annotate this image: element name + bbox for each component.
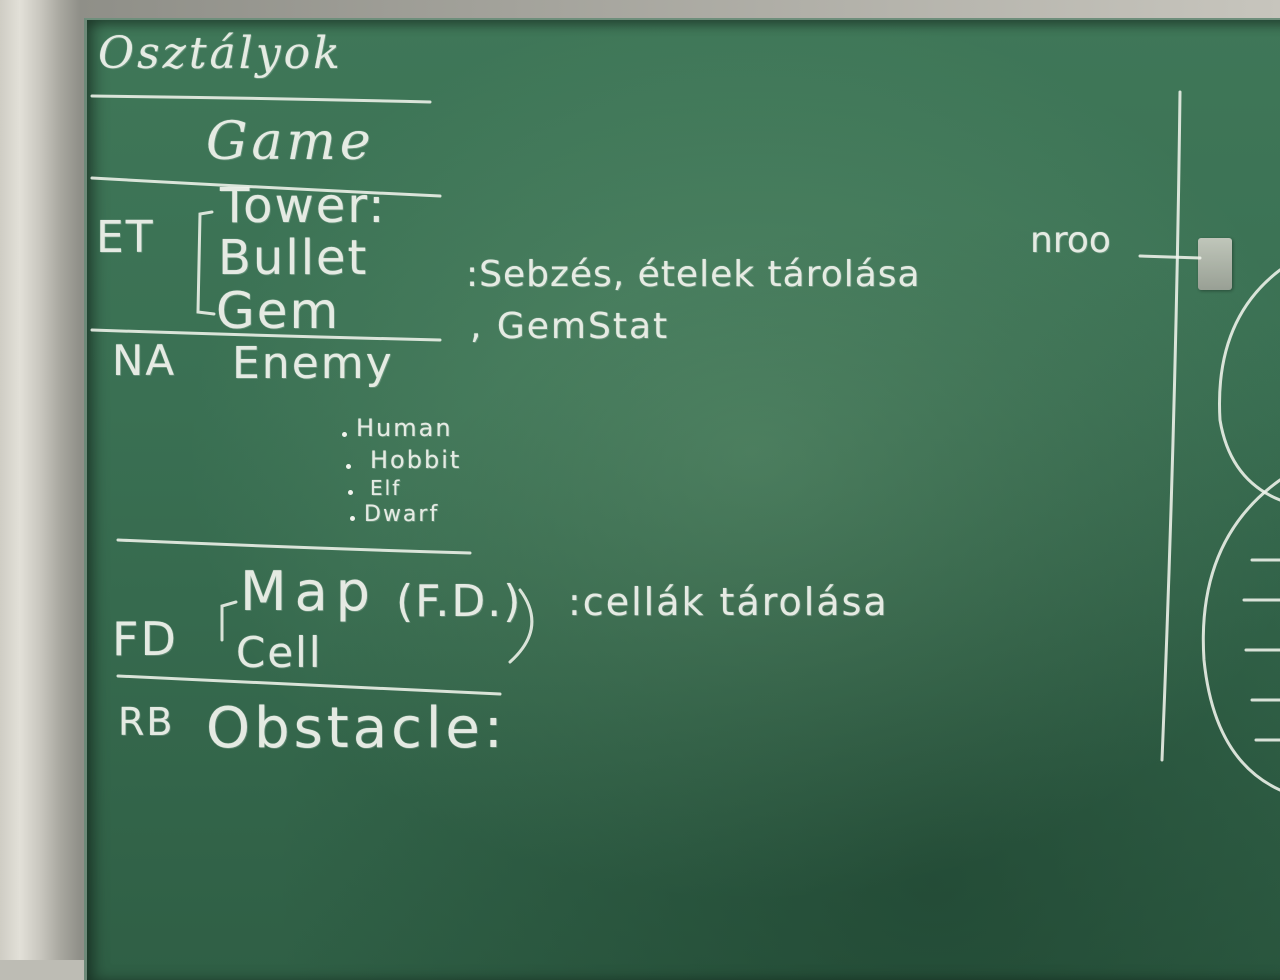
rb-label: RB	[118, 700, 174, 744]
obstacle-class: Obstacle:	[206, 696, 507, 761]
fd-label: FD	[112, 612, 178, 666]
enemy-bullet	[346, 464, 351, 469]
et-label: ET	[96, 212, 155, 263]
bullet-class: Bullet	[218, 230, 368, 286]
gem-class: Gem	[216, 282, 340, 340]
nroo-note: nroo	[1030, 220, 1111, 261]
chalk-strokes	[0, 0, 1280, 960]
cell-class: Cell	[236, 628, 323, 677]
map-class: Map	[240, 560, 378, 623]
bullet-note: :Sebzés, ételek tárolása	[466, 254, 921, 295]
enemy-bullet	[348, 490, 353, 495]
right-circle-bottom	[1203, 480, 1280, 790]
enemy-bullet	[350, 516, 355, 521]
enemy-type-elf: Elf	[370, 476, 401, 500]
enemy-type-hobbit: Hobbit	[370, 446, 461, 474]
vertical-divider	[1162, 92, 1180, 760]
fd-bracket	[222, 602, 236, 640]
enemy-bullet	[342, 432, 347, 437]
enemy-type-dwarf: Dwarf	[364, 502, 439, 527]
board-title: Osztályok	[98, 28, 343, 79]
tower-class: Tower:	[220, 178, 386, 234]
gem-note: , GemStat	[470, 306, 669, 347]
game-class: Game	[206, 112, 375, 172]
title-underline	[92, 96, 430, 102]
enemy-class: Enemy	[232, 338, 394, 389]
enemy-separator	[118, 540, 470, 553]
nroo-connector	[1140, 256, 1200, 258]
right-circle-top	[1220, 270, 1280, 500]
enemy-type-human: Human	[356, 414, 453, 442]
map-fd-paren: (F.D.)	[396, 576, 522, 627]
map-note: :cellák tárolása	[568, 580, 889, 624]
na-label: NA	[112, 336, 176, 385]
cell-underline	[118, 676, 500, 694]
et-bracket	[198, 212, 214, 314]
